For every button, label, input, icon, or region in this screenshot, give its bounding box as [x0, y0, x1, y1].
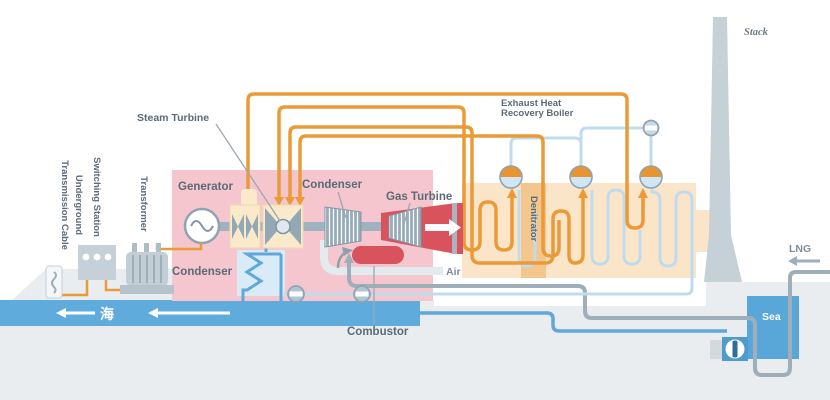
label-air: Air	[446, 266, 461, 278]
label-stack: Stack	[744, 27, 769, 38]
gt-arrow-head	[449, 219, 461, 236]
lng-arrow-head	[788, 256, 797, 266]
label-condenser-compressor: Condenser	[302, 179, 363, 191]
steam-pipes	[246, 92, 645, 265]
compressor-block	[324, 206, 362, 248]
label-denitrator: Denitrator	[528, 196, 539, 242]
feedwater-pump-icon	[353, 285, 371, 303]
condenser-coil	[241, 252, 281, 302]
label-lng: LNG	[789, 243, 811, 255]
channel-flow-arrows	[56, 308, 230, 318]
condenser-box	[237, 250, 285, 296]
steam-pipe-3	[298, 134, 561, 258]
steam-drums	[499, 165, 663, 189]
air-pipe	[320, 240, 443, 275]
label-generator: Generator	[178, 181, 233, 193]
cooling-water-pipe	[420, 311, 727, 333]
label-steam-turbine: Steam Turbine	[137, 112, 209, 124]
stack	[704, 17, 742, 282]
gas-turbine-block	[388, 206, 422, 248]
lng-pipe	[347, 263, 830, 377]
air-arrow-head	[342, 247, 353, 256]
label-gas-turbine: Gas Turbine	[386, 191, 452, 203]
boiler-coil-left	[517, 190, 537, 268]
steam-drum-3	[639, 165, 663, 189]
sea-pump-icon	[725, 339, 745, 359]
boiler-coil-mid	[590, 188, 642, 266]
combustor-body	[352, 246, 404, 264]
steam-pipe-sleeve	[241, 189, 257, 207]
underground-cable-head	[45, 265, 63, 299]
label-condenser-main: Condenser	[172, 266, 233, 278]
switching-station-symbol	[78, 245, 116, 280]
feedwater-pipe	[284, 189, 694, 296]
leader-lines	[215, 123, 411, 324]
intake-pump-base	[710, 340, 723, 359]
steam-pipe-reheat	[246, 92, 645, 230]
drum-link-2-3	[579, 126, 653, 166]
shaft	[219, 222, 391, 231]
label-exhaust-line1: Exhaust Heat	[501, 98, 562, 109]
label-exhaust-line2: Recovery Boiler	[501, 108, 574, 119]
label-sea-jp: 海	[100, 306, 114, 322]
steam-drum-2	[569, 165, 593, 189]
drum-link-1-2	[509, 136, 583, 166]
condensate-pump-icon	[287, 285, 305, 303]
valve-icon	[642, 119, 660, 137]
steam-pipe-1	[277, 105, 514, 252]
steam-turbine-rotors	[232, 208, 301, 245]
label-sea: Sea	[762, 311, 781, 323]
steam-drum-1	[499, 165, 523, 189]
transformer-symbol	[120, 243, 174, 294]
label-combustor: Combustor	[347, 326, 409, 338]
label-underground-line2: Transmission Cable	[59, 160, 70, 250]
lng-to-combustor-arrow	[344, 253, 354, 263]
label-switching-station: Switching Station	[91, 157, 102, 237]
sine-wave-icon	[190, 220, 214, 232]
turbine-hub	[275, 218, 291, 235]
steam-arrows	[274, 188, 648, 206]
label-transformer: Transformer	[138, 176, 149, 232]
label-underground-line1: Underground	[73, 175, 84, 235]
